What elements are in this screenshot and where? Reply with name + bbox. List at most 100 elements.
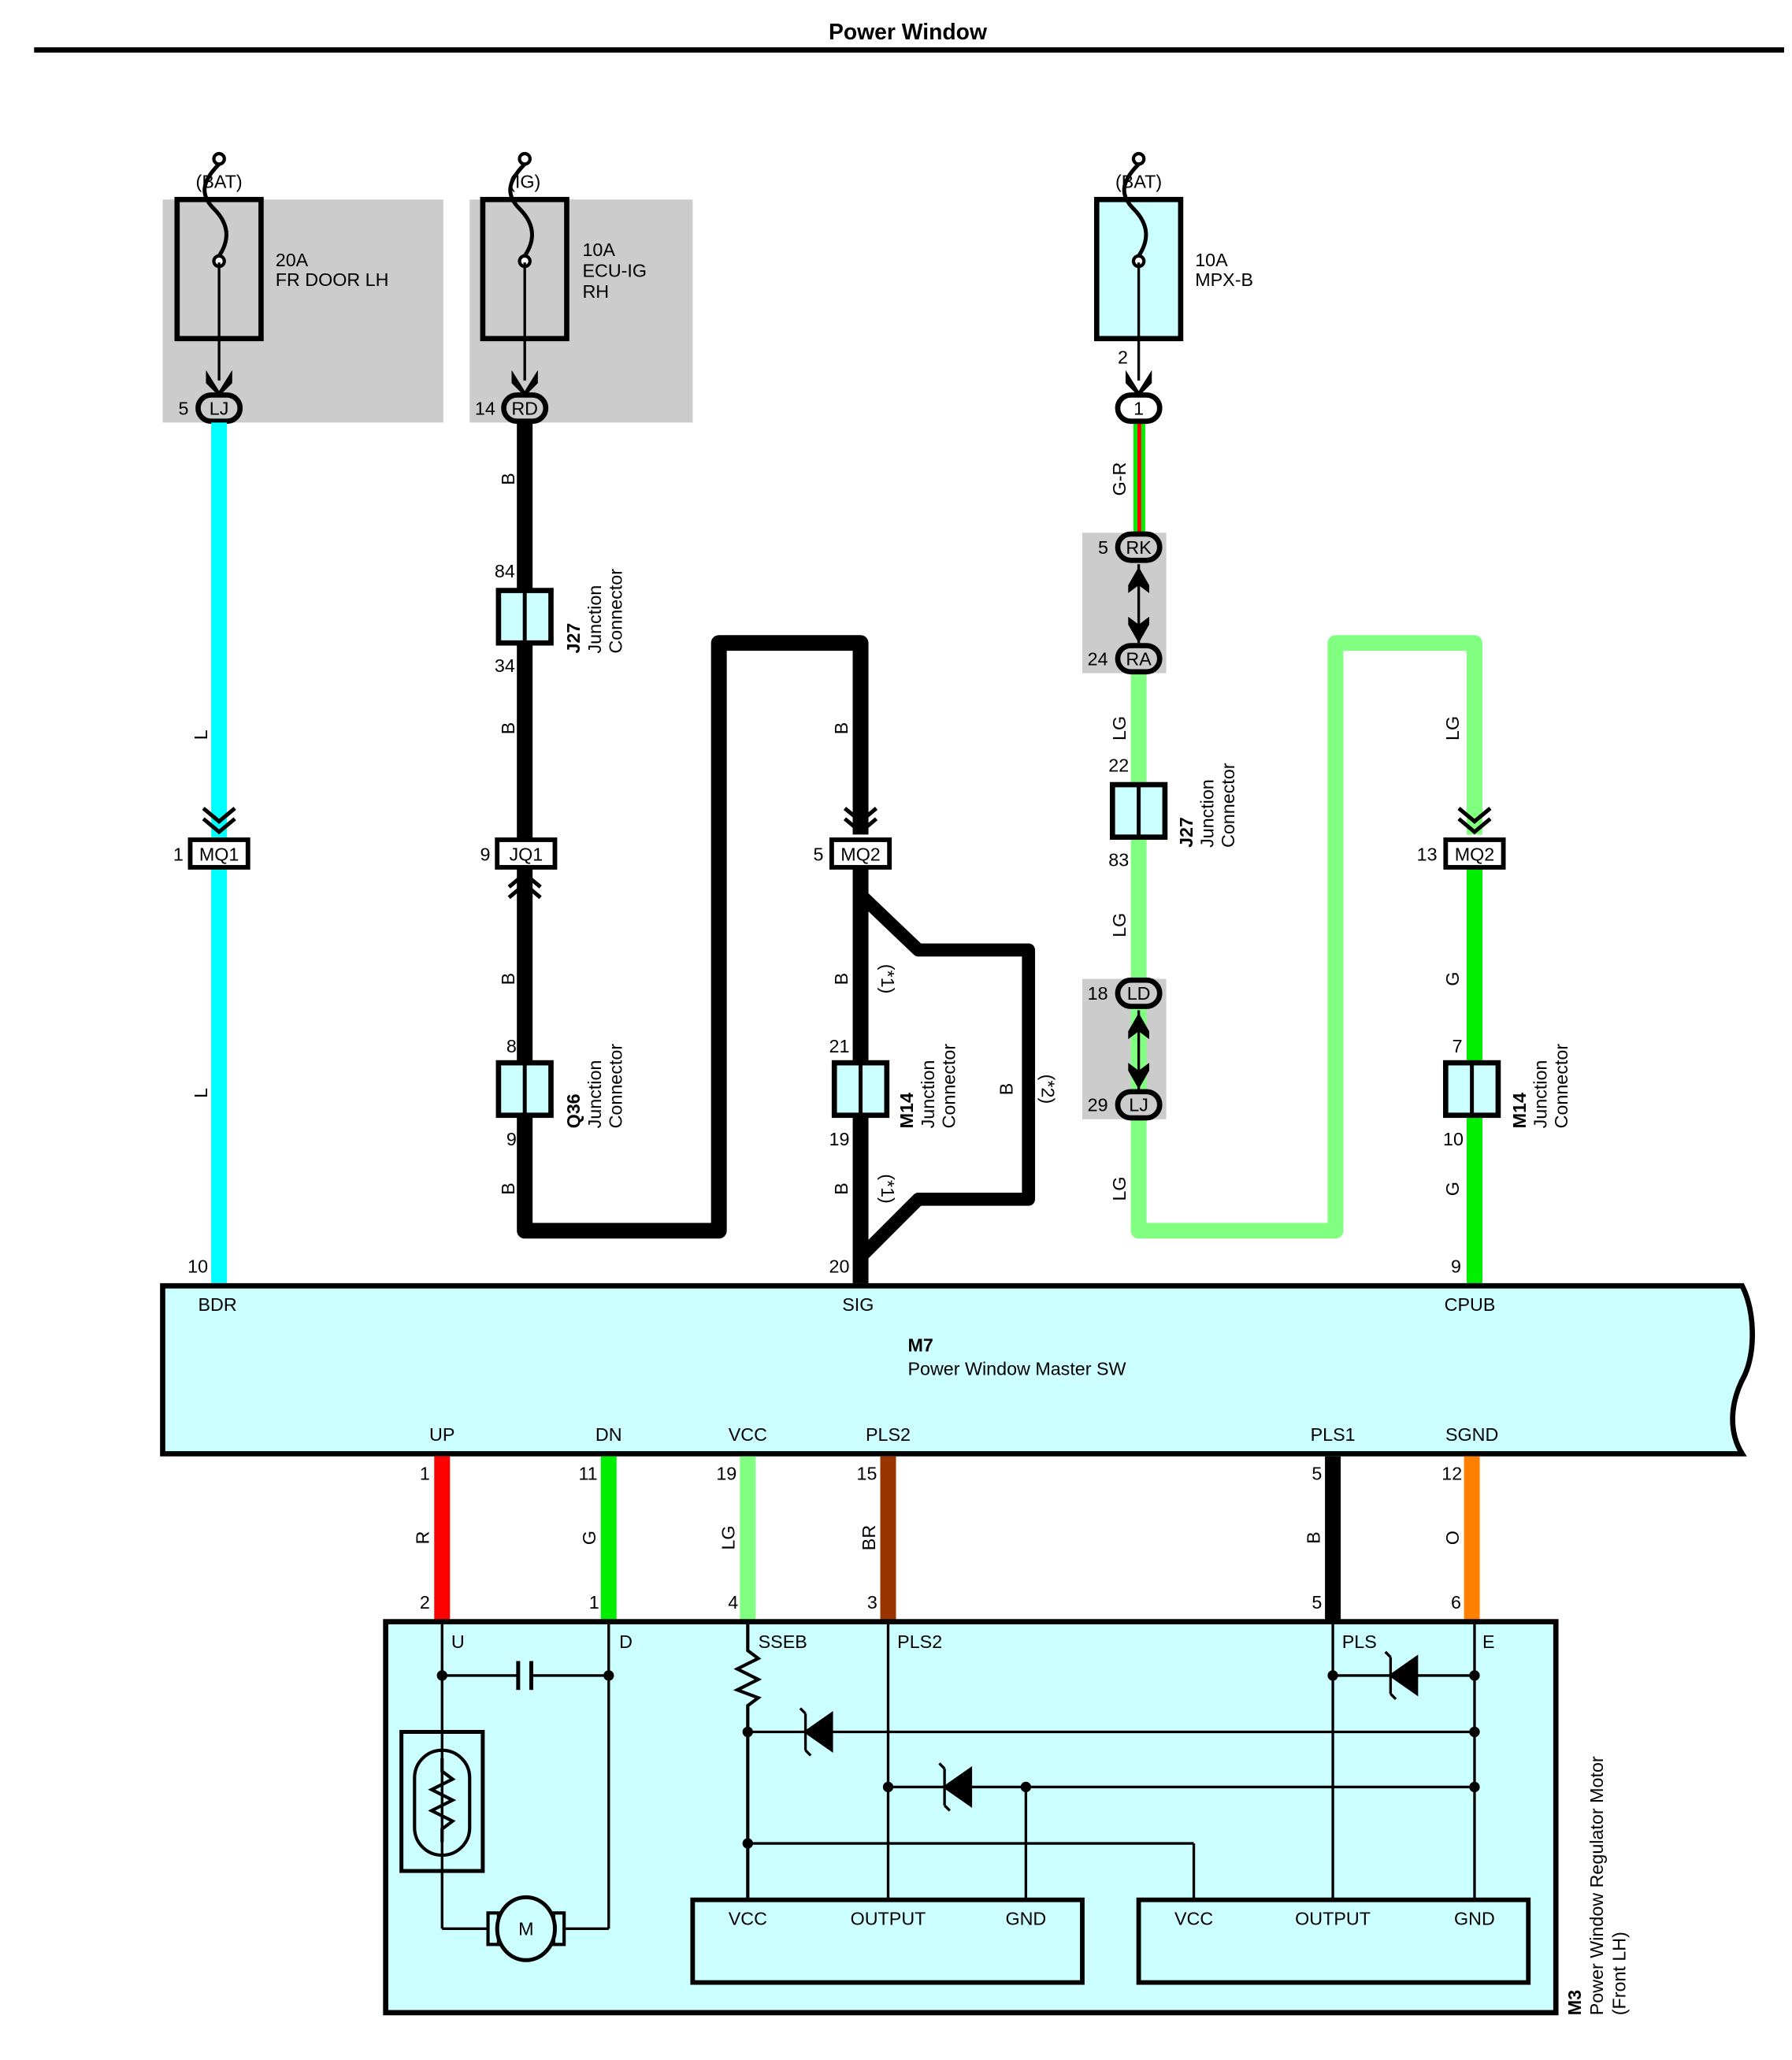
- motor-m3: U D SSEB PLS2 PLS E M: [383, 1619, 1629, 2016]
- wire-color-label: G: [579, 1531, 599, 1545]
- wire-color-label: G: [1442, 971, 1463, 985]
- pin-name-dn: DN: [595, 1424, 622, 1445]
- junction-pin-lj: [1115, 1089, 1163, 1121]
- zener-diode-icon: [938, 1762, 973, 1812]
- svg-text:Junction: Junction: [1530, 1060, 1551, 1129]
- connector-mq2: [1443, 837, 1506, 870]
- pin-number: 15: [857, 1464, 877, 1484]
- junction-connector-j27: 84 34 J27 Junction Connector: [495, 561, 626, 676]
- svg-text:Connector: Connector: [1218, 763, 1238, 848]
- fuse-ecu-ig-rh: (IG) 10A ECU-IG RH RD 14: [469, 154, 693, 425]
- pin-number: 2: [420, 1592, 430, 1613]
- junction-connector-m14: 7 10 M14 Junction Connector: [1443, 1036, 1571, 1149]
- connector-lj: [195, 392, 243, 425]
- fuse-name: ECU-IG: [582, 261, 647, 281]
- connector-label: MQ1: [199, 844, 239, 865]
- pin-number: 4: [728, 1592, 738, 1613]
- thermistor-icon: [413, 1748, 472, 1858]
- pulse-sensor-2: VCC OUTPUT GND: [1136, 1897, 1531, 1985]
- svg-text:9: 9: [506, 1129, 517, 1149]
- pin-name-vcc: VCC: [729, 1424, 767, 1445]
- fuse-rating: 20A: [276, 250, 309, 270]
- wire-color-label: LG: [1109, 1176, 1130, 1201]
- arrow-down-icon: [1125, 369, 1152, 397]
- svg-text:34: 34: [495, 655, 515, 676]
- junction-pin-rk: [1115, 531, 1163, 563]
- wire-color-label: B: [498, 973, 518, 985]
- junction-pin-label: LJ: [1129, 1095, 1148, 1115]
- lower-wires: 1 11 19 15 5 12 R G LG BR B O 2 1 4 3 5 …: [413, 1456, 1480, 1622]
- svg-text:10: 10: [1443, 1129, 1464, 1149]
- wire-ig: B B B B 84 34 J27 Junction Connector JQ1…: [480, 422, 869, 1239]
- pin-number: 14: [475, 398, 495, 418]
- double-chevron-down-icon: [202, 807, 236, 835]
- pin-number: 5: [179, 398, 189, 418]
- pin-name-pls1: PLS1: [1311, 1424, 1356, 1445]
- component-id: M7: [907, 1335, 933, 1356]
- variant-note: (*2): [1037, 1075, 1058, 1104]
- pin-number: 2: [1118, 347, 1128, 367]
- wire-color-label: LG: [718, 1525, 739, 1550]
- fuse-fr-door-lh: (BAT) 20A FR DOOR LH LJ 5: [162, 154, 443, 425]
- fuse-name-2: RH: [582, 281, 609, 302]
- svg-text:7: 7: [1453, 1036, 1463, 1056]
- pin-number: 1: [173, 844, 184, 865]
- wire-color-label: G-R: [1109, 462, 1130, 496]
- svg-text:Junction: Junction: [918, 1060, 938, 1129]
- wire-color-label: BR: [859, 1525, 879, 1550]
- connector-rd: [501, 392, 549, 425]
- svg-text:Connector: Connector: [605, 569, 625, 654]
- component-name: Power Window Master SW: [907, 1359, 1126, 1379]
- wire-color-label: B: [831, 973, 851, 985]
- svg-text:Junction: Junction: [584, 585, 605, 654]
- svg-text:Q36: Q36: [563, 1093, 584, 1128]
- arrow-down-icon: [1128, 1063, 1149, 1089]
- pin-number: 18: [1088, 983, 1108, 1004]
- motor-symbol: M: [518, 1919, 533, 1939]
- wire-color-label: G: [1442, 1182, 1463, 1196]
- wire-color-label: B: [996, 1083, 1017, 1096]
- wire-sig: B B B B (*1) (*1) (*2) MQ2 5 21 19 M14 J…: [814, 722, 1058, 1283]
- shaded-area: [162, 199, 443, 423]
- pin-number: 9: [480, 844, 491, 865]
- svg-text:M14: M14: [1509, 1093, 1530, 1128]
- wire-color-label: O: [1442, 1531, 1463, 1545]
- component-id: M3: [1564, 1990, 1585, 2015]
- fuse-name: FR DOOR LH: [276, 269, 389, 290]
- wire-pls2: [880, 1456, 896, 1622]
- junction-pin-label: RK: [1126, 537, 1152, 558]
- pin-name-bdr: BDR: [198, 1294, 236, 1315]
- double-chevron-up-icon: [507, 871, 542, 900]
- pin-number: 20: [829, 1256, 850, 1277]
- svg-text:GND: GND: [1005, 1908, 1046, 1928]
- svg-text:GND: GND: [1454, 1908, 1495, 1928]
- svg-text:83: 83: [1108, 849, 1129, 870]
- pin-number: 5: [1312, 1464, 1322, 1484]
- wire-vcc: [740, 1456, 756, 1622]
- fuse-rating: 10A: [582, 239, 615, 260]
- wire-color-label: B: [498, 473, 518, 485]
- svg-text:OUTPUT: OUTPUT: [851, 1908, 926, 1928]
- sensor-circuit: [733, 1624, 1480, 1900]
- wire-cpub: LG MQ2 13 G 7 10 M14 Junction Connector …: [1417, 716, 1571, 1286]
- variant-note: (*1): [877, 964, 898, 994]
- pin-number: 5: [814, 844, 824, 865]
- pin-number: 12: [1441, 1464, 1462, 1484]
- arrow-down-icon: [1128, 616, 1149, 644]
- wire-color-label: LG: [1109, 716, 1130, 740]
- pin-number: 11: [578, 1464, 597, 1484]
- junction-pin-ra: [1115, 643, 1163, 675]
- pin-name-sig: SIG: [842, 1294, 874, 1315]
- wire-color-label: LG: [1109, 913, 1130, 937]
- svg-text:Connector: Connector: [1551, 1044, 1571, 1129]
- motor-circuit: M: [399, 1624, 614, 1962]
- svg-text:VCC: VCC: [1174, 1908, 1213, 1928]
- svg-text:J27: J27: [563, 623, 584, 654]
- terminal-d: D: [619, 1631, 633, 1652]
- connector-mq2: [829, 837, 892, 870]
- pin-number: 3: [867, 1592, 877, 1613]
- wire-mpx: 1 G-R RK 5 RA 24 LG 22 83 J27 Junction C…: [1082, 392, 1482, 1239]
- wire-pls1: [1325, 1456, 1341, 1622]
- connector-jq1: [495, 837, 558, 870]
